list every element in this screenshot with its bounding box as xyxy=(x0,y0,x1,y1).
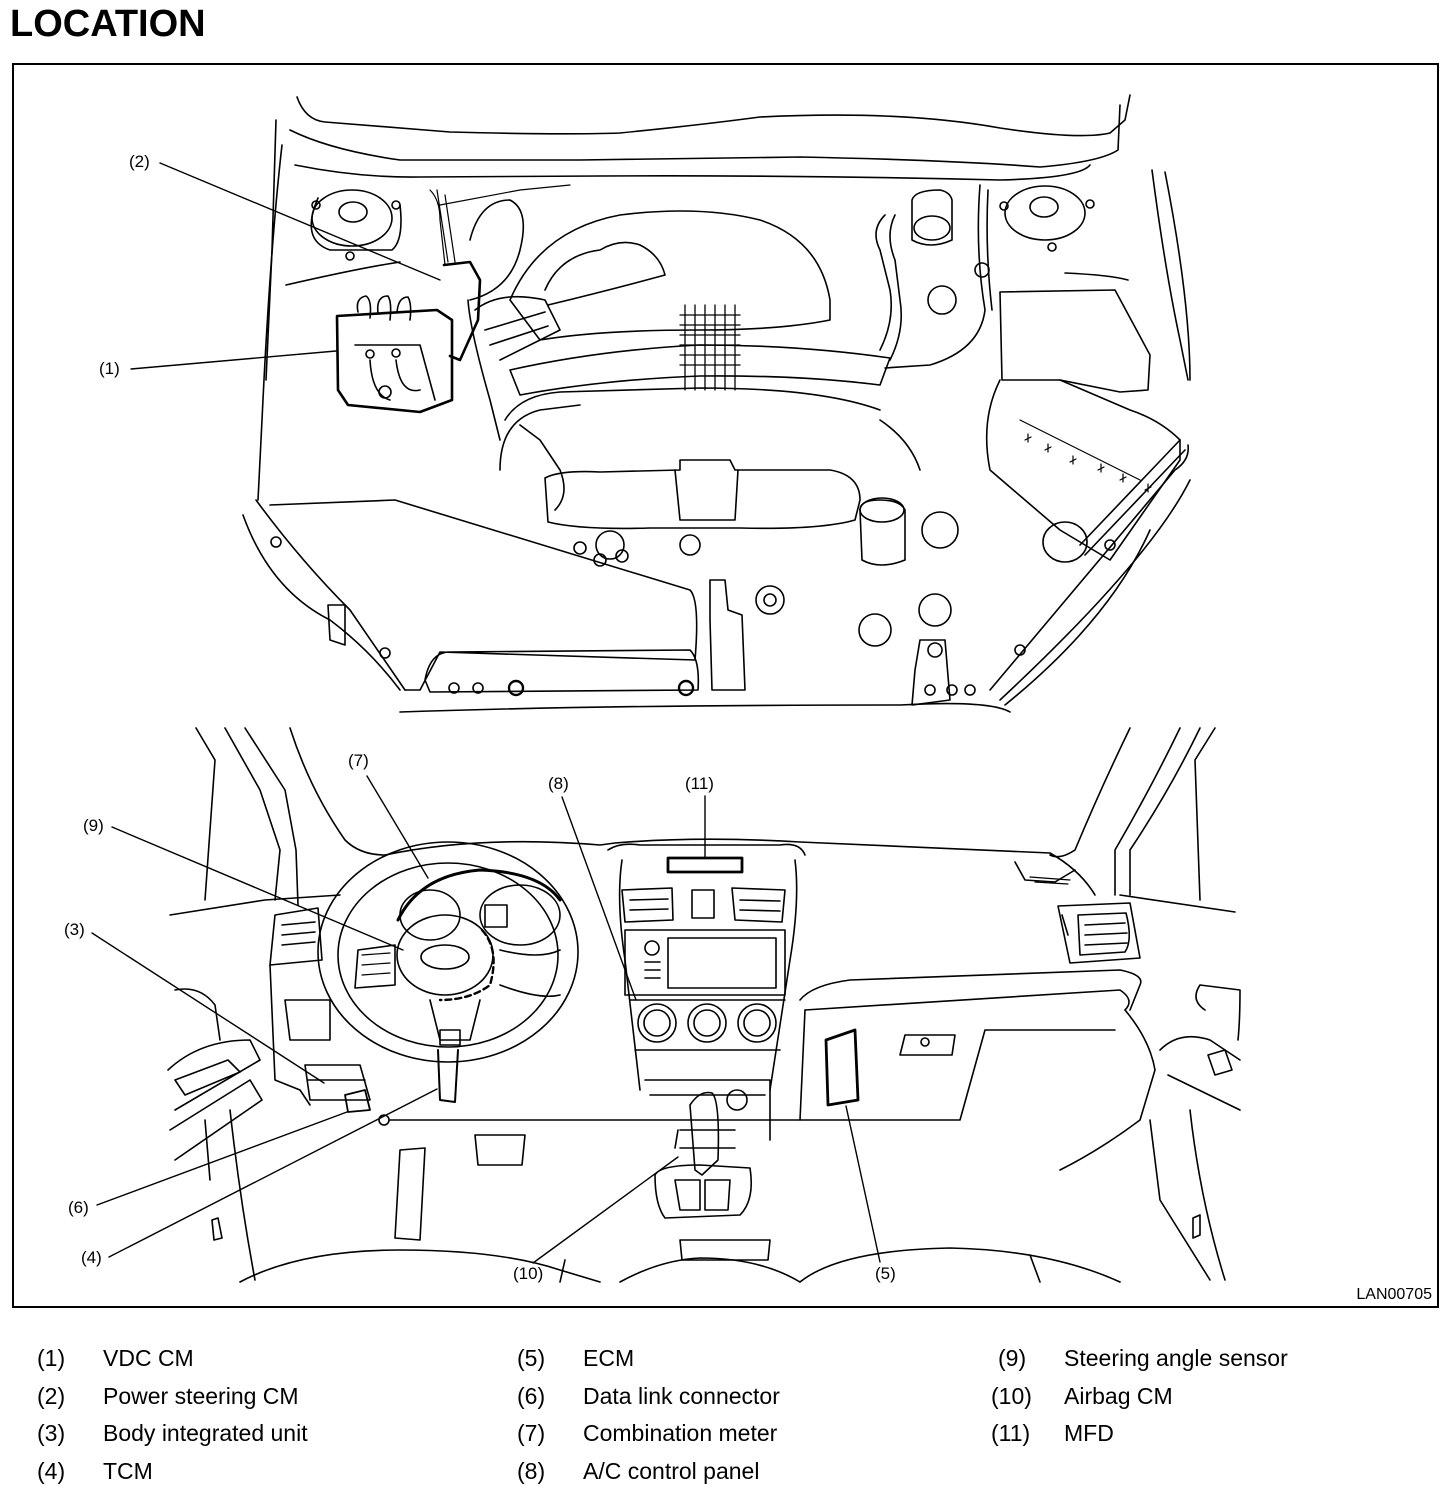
leader-8 xyxy=(561,796,637,1001)
page-title: LOCATION xyxy=(10,3,206,45)
legend-number: (10) xyxy=(991,1383,1032,1409)
legend-number: (4) xyxy=(37,1458,66,1484)
leader-4 xyxy=(108,1088,438,1258)
callout-11: (11) xyxy=(685,774,714,793)
legend-number: (1) xyxy=(37,1345,66,1371)
callout-leaders xyxy=(91,162,881,1264)
legend-label: Power steering CM xyxy=(103,1383,299,1409)
figure-id: LAN00705 xyxy=(1356,1286,1432,1303)
legend-number: (9) xyxy=(998,1345,1027,1371)
leader-3 xyxy=(91,932,325,1084)
legend-number: (11) xyxy=(991,1420,1031,1446)
legend-label: MFD xyxy=(1064,1420,1114,1446)
legend-label: Data link connector xyxy=(583,1383,780,1409)
legend-label: Steering angle sensor xyxy=(1064,1345,1288,1371)
legend-label: ECM xyxy=(583,1345,635,1371)
leader-9 xyxy=(111,826,404,951)
legend-label: VDC CM xyxy=(103,1345,194,1371)
leader-1 xyxy=(130,350,337,370)
legend-number: (2) xyxy=(37,1383,66,1409)
callout-8: (8) xyxy=(548,774,569,793)
callout-6: (6) xyxy=(68,1198,89,1217)
legend-number: (7) xyxy=(517,1420,546,1446)
leader-7 xyxy=(366,775,429,879)
legend-number: (8) xyxy=(517,1458,546,1484)
leader-6 xyxy=(96,1111,348,1206)
legend-number: (5) xyxy=(517,1345,546,1371)
leader-2 xyxy=(159,162,441,281)
legend-number: (3) xyxy=(37,1420,66,1446)
legend-label: Body integrated unit xyxy=(103,1420,308,1446)
diagram-frame xyxy=(12,63,1439,1308)
legend-label: Airbag CM xyxy=(1064,1383,1173,1409)
legend-label: Combination meter xyxy=(583,1420,778,1446)
callout-1: (1) xyxy=(99,359,120,378)
callout-5: (5) xyxy=(875,1264,896,1283)
engine-bay-illustration xyxy=(242,94,1191,713)
callout-7: (7) xyxy=(348,751,369,770)
callout-9: (9) xyxy=(83,816,104,835)
cabin-illustration xyxy=(167,727,1241,1283)
callout-3: (3) xyxy=(64,920,85,939)
leader-10 xyxy=(532,1156,679,1264)
callout-2: (2) xyxy=(129,152,150,171)
legend-label: A/C control panel xyxy=(583,1458,760,1484)
callout-10: (10) xyxy=(513,1264,544,1283)
legend-label: TCM xyxy=(103,1458,153,1484)
callout-4: (4) xyxy=(81,1248,102,1267)
leader-5 xyxy=(845,1105,881,1263)
legend-number: (6) xyxy=(517,1383,546,1409)
